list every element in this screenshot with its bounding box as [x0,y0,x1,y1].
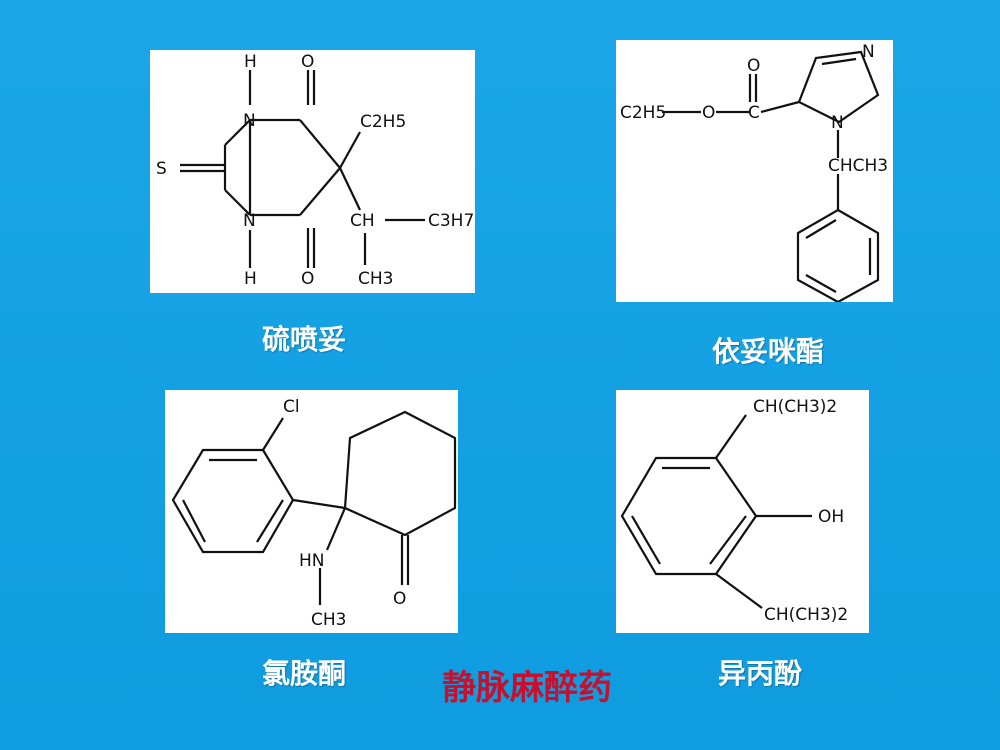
ketamine-atom-ch3: CH3 [311,610,346,630]
thiopental-atom-n-top: N [243,111,256,131]
propofol-atom-ch-top: CH(CH3)2 [753,397,837,417]
ketamine-atom-cl: Cl [283,397,300,417]
etomidate-atom-chch3: CHCH3 [828,156,888,176]
etomidate-atom-o-carbonyl: O [747,56,760,76]
thiopental-caption: 硫喷妥 [262,323,347,356]
thiopental-atom-o-top: O [301,52,314,72]
thiopental-atom-c3h7: C3H7 [428,211,474,231]
thiopental-atom-o-bot: O [301,269,314,289]
thiopental-atom-ch3: CH3 [358,269,393,289]
page-title: 静脉麻醉药 [442,668,612,708]
etomidate-atom-c2h5: C2H5 [620,103,666,123]
propofol-atom-oh: OH [818,507,844,527]
ketamine-caption: 氯胺酮 [262,657,347,690]
etomidate-structure: O N C2H5 O C N CHCH3 [616,40,893,302]
etomidate-atom-n1: N [831,113,844,133]
etomidate-caption: 依妥咪酯 [712,335,825,368]
etomidate-atom-c-carbonyl: C [748,103,760,123]
propofol-svg: CH(CH3)2 OH CH(CH3)2 [620,397,848,625]
etomidate-atom-n-ring-top: N [862,42,875,62]
ketamine-structure: Cl HN O CH3 [165,390,458,633]
thiopental-atom-s: S [156,159,167,179]
thiopental-atom-h-bot: H [244,269,257,289]
propofol-structure: CH(CH3)2 OH CH(CH3)2 [616,390,869,633]
ketamine-atom-o: O [393,589,406,609]
thiopental-svg: H O N C2H5 S N CH C3H7 H O CH3 [156,52,474,289]
thiopental-structure: H O N C2H5 S N CH C3H7 H O CH3 [150,50,475,293]
propofol-atom-ch-bot: CH(CH3)2 [764,605,848,625]
thiopental-atom-c2h5: C2H5 [360,112,406,132]
thiopental-atom-n-bot: N [243,211,256,231]
propofol-caption: 异丙酚 [718,657,803,690]
etomidate-atom-o-ester: O [702,103,715,123]
thiopental-atom-ch: CH [350,211,375,231]
thiopental-atom-h-top: H [244,52,257,72]
ketamine-svg: Cl HN O CH3 [171,397,457,630]
etomidate-svg: O N C2H5 O C N CHCH3 [620,42,888,302]
ketamine-atom-hn: HN [299,551,325,571]
